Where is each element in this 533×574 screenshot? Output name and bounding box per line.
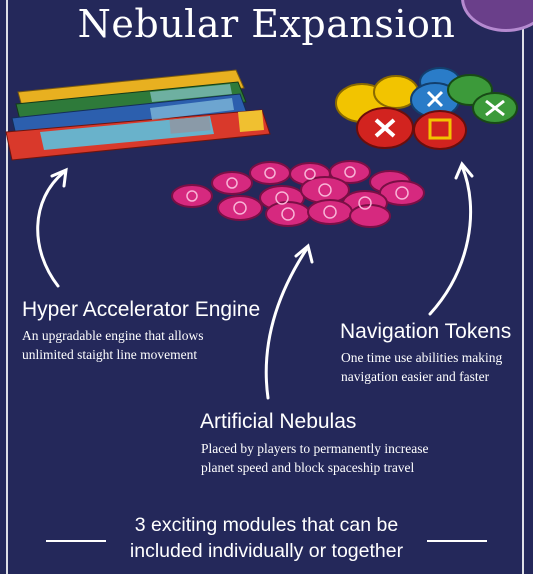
artificial-nebulas-heading: Artificial Nebulas bbox=[200, 410, 357, 433]
artificial-nebulas-desc-line: planet speed and block spaceship travel bbox=[201, 460, 415, 475]
hyper-engine-heading: Hyper Accelerator Engine bbox=[22, 298, 261, 321]
footer-rule-left bbox=[46, 540, 106, 542]
artificial-nebulas-desc-line: Placed by players to permanently increas… bbox=[201, 441, 429, 456]
artificial-nebulas-description: Placed by players to permanently increas… bbox=[201, 439, 429, 477]
navigation-tokens-desc-line: navigation easier and faster bbox=[341, 369, 490, 384]
footer-rule-right bbox=[427, 540, 487, 542]
navigation-tokens-desc-line: One time use abilities making bbox=[341, 350, 503, 365]
footer-tagline: 3 exciting modules that can be included … bbox=[110, 512, 423, 564]
arrow-tokens bbox=[428, 164, 473, 316]
arrow-nebulas-head bbox=[294, 243, 314, 264]
navigation-tokens-heading: Navigation Tokens bbox=[340, 320, 512, 343]
hyper-engine-desc-line: unlimited staight line movement bbox=[22, 347, 198, 362]
nebula-swirls bbox=[186, 166, 409, 221]
arrow-tokens-head bbox=[454, 161, 474, 180]
artificial-nebulas-image bbox=[171, 160, 425, 228]
footer-line-2: included individually or together bbox=[129, 540, 404, 562]
engine-boards-image bbox=[5, 69, 271, 161]
arrows bbox=[36, 161, 474, 400]
hyper-engine-desc-line: An upgradable engine that allows bbox=[22, 328, 204, 343]
hyper-engine-description: An upgradable engine that allows unlimit… bbox=[22, 326, 203, 364]
page-title: Nebular Expansion bbox=[77, 2, 456, 46]
panel-frame bbox=[6, 0, 524, 574]
navigation-tokens-image bbox=[335, 67, 518, 150]
navigation-tokens-description: One time use abilities making navigation… bbox=[341, 348, 502, 386]
arrow-engine-head bbox=[50, 167, 68, 188]
arrow-nebulas bbox=[264, 248, 308, 400]
footer-line-1: 3 exciting modules that can be bbox=[134, 514, 399, 536]
arrow-engine bbox=[36, 170, 66, 288]
